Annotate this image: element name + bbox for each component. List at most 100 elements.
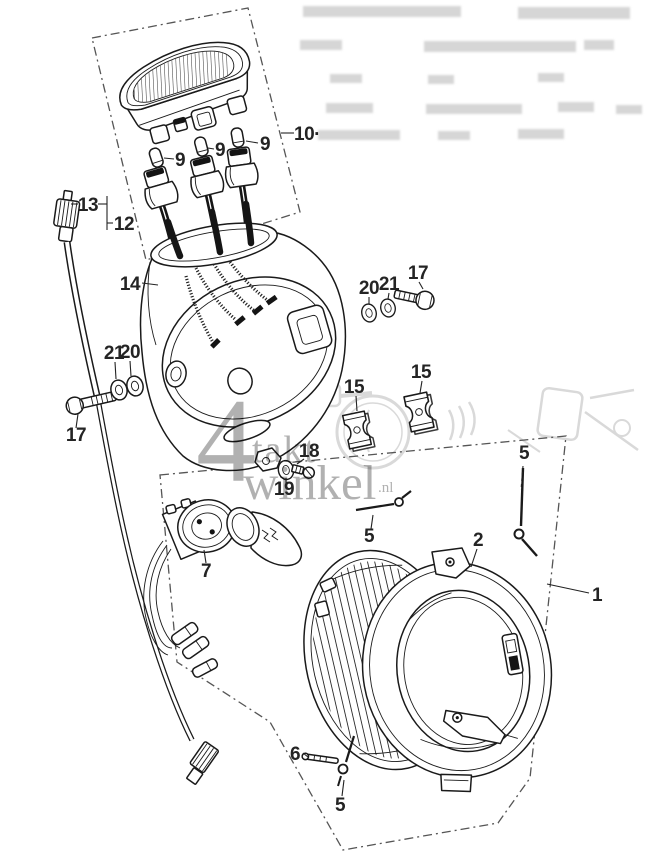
speedometer-group-boundary: [91, 7, 301, 261]
part-number-label: 9: [175, 150, 185, 171]
lens-rib: [325, 568, 373, 768]
bulb-socket: [137, 163, 181, 211]
dial-hatch-line: [178, 50, 182, 94]
leader-line: [141, 282, 159, 286]
parts-artwork: [53, 41, 553, 793]
part-number-label: 20: [120, 342, 140, 363]
speedometer-cable: [53, 189, 219, 785]
part-number-label: 12: [114, 214, 134, 235]
headlamp-rim: [361, 561, 553, 793]
dial-hatch-line: [175, 51, 178, 95]
dial-hatch-line: [190, 47, 194, 91]
part-number-label: 2: [473, 530, 483, 551]
part-number-label: 10·: [294, 124, 320, 145]
leader-line: [296, 458, 305, 465]
case-mount-tab: [254, 447, 282, 472]
leader-line: [207, 147, 215, 150]
wire-terminal: [170, 621, 199, 646]
part-number-label: 5: [519, 443, 530, 464]
part-number-label: 19: [274, 479, 294, 500]
dial-hatch-line: [194, 46, 198, 90]
washer: [124, 373, 146, 399]
watermark-word-takt: takt: [252, 429, 317, 471]
bulb-socket: [221, 145, 260, 189]
spring-hook-right: [513, 467, 538, 557]
watermark-word-winkel: winkel: [243, 455, 376, 510]
leader-line: [245, 140, 259, 144]
case-slot: [223, 419, 271, 443]
cable-lower-nut: [186, 741, 219, 785]
part-number-label: 6: [290, 744, 300, 765]
part-number-label: 17: [66, 425, 86, 446]
leader-line: [355, 395, 358, 412]
part-number-label: 15: [344, 377, 365, 398]
part-number-label: 17: [408, 263, 428, 284]
indicator-bulb: [147, 146, 166, 170]
wire-terminal: [191, 658, 219, 678]
lens-rib: [332, 566, 380, 766]
lens-side-lug: [314, 600, 330, 618]
case-side-hole: [286, 304, 333, 355]
headlamp-case: [139, 200, 347, 472]
leader-line: [163, 157, 175, 160]
watermark-suffix-nl: .nl: [378, 480, 393, 496]
part-number-label: 7: [201, 561, 211, 582]
part-number-label: 15: [411, 362, 432, 383]
indicator-bulb: [192, 135, 210, 158]
spring-hook-bottom: [337, 735, 356, 787]
headlight-socket: [143, 498, 237, 678]
speedometer-foot: [149, 124, 171, 145]
part-number-label: 21: [104, 343, 125, 364]
leader-line: [387, 292, 390, 300]
headlight-bulb: [226, 507, 303, 567]
wire-terminal: [181, 635, 210, 660]
rim-bottom-tab: [440, 773, 473, 793]
watermark: 4 takt winkel .nl: [196, 374, 393, 510]
dial-hatch-line: [186, 48, 190, 92]
leader-line: [203, 549, 207, 564]
case-bottom-hole: [227, 367, 253, 395]
leader-line: [341, 779, 345, 797]
leader-line: [546, 583, 590, 594]
dial-hatch-line: [198, 45, 201, 89]
leader-line: [114, 361, 117, 380]
speedometer-foot: [226, 95, 248, 116]
leader-line: [302, 752, 309, 758]
part-number-label: 13: [78, 195, 98, 216]
lens-side-lug: [319, 577, 337, 593]
leader-line: [520, 465, 524, 491]
rim-clip-slot: [501, 632, 524, 676]
dial-hatch-line: [182, 49, 186, 93]
leader-line: [75, 413, 79, 429]
washer: [378, 297, 398, 319]
leader-line: [370, 514, 374, 530]
mount-bolt-right: [393, 289, 435, 311]
leader-line: [470, 548, 478, 568]
part-number-label: 21: [379, 274, 400, 295]
leader-line: [418, 281, 424, 290]
rim-adjust-bracket: [442, 709, 518, 745]
spring-hook-middle: [355, 490, 412, 512]
part-number-label: 1: [592, 585, 603, 606]
mount-bolt-left: [65, 391, 117, 415]
watermark-numeral: 4: [196, 374, 256, 507]
case-screw: [291, 464, 316, 479]
washer: [359, 302, 379, 324]
leader-line: [419, 380, 423, 394]
part-number-label: 18: [299, 441, 319, 462]
part-number-label: 9: [260, 134, 270, 155]
part-number-label: 20: [359, 278, 379, 299]
part-number-label: 5: [335, 795, 346, 816]
rim-screw: [301, 752, 339, 764]
indicator-bulb: [229, 126, 246, 149]
page-bleed-through-text: [300, 6, 642, 140]
part-number-label: 9: [215, 140, 225, 161]
case-internal-wires: [184, 261, 278, 349]
part-number-label: 5: [364, 526, 375, 547]
speedometer: [119, 41, 251, 145]
leader-line: [129, 360, 132, 377]
case-side-boss: [165, 360, 187, 388]
